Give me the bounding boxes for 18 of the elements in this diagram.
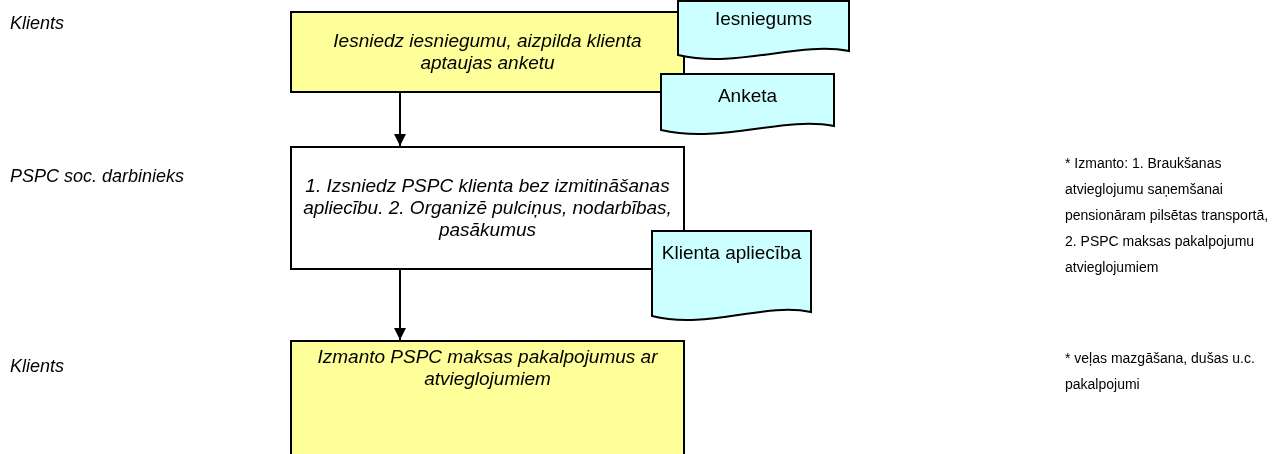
lane-label: Klients: [10, 355, 66, 378]
document-label: Anketa: [717, 85, 778, 107]
process-box: [290, 11, 685, 93]
document-label: Klienta apliecība: [661, 242, 802, 264]
process-box: [290, 340, 685, 454]
arrow: [394, 269, 406, 341]
process-text: 1. Izsniedz PSPC klienta bez izmitināšanas apliecību. 2. Organizē pulciņus, nodarbības, pasākumus: [302, 175, 673, 241]
arrow: [394, 92, 406, 147]
note-text: * Izmanto: 1. Braukšanas atvieglojumu saņemšanai pensionāram pilsētas transportā, 2. PSPC maksas pakalpojumu atvieglojumiem: [1065, 154, 1270, 277]
lane-label: PSPC soc. darbinieks: [10, 165, 186, 188]
note-text: * veļas mazgāšana, dušas u.c. pakalpojumi: [1065, 349, 1256, 394]
process-text: Izmanto PSPC maksas pakalpojumus ar atvieglojumiem: [316, 346, 659, 390]
lane-label: Klients: [10, 12, 66, 35]
document-shape: [660, 73, 835, 138]
document-shape: [651, 230, 812, 324]
process-text: Iesniedz iesniegumu, aizpilda klienta aptaujas anketu: [332, 30, 643, 74]
document-shape: [677, 0, 850, 63]
document-label: Iesniegums: [714, 8, 813, 30]
